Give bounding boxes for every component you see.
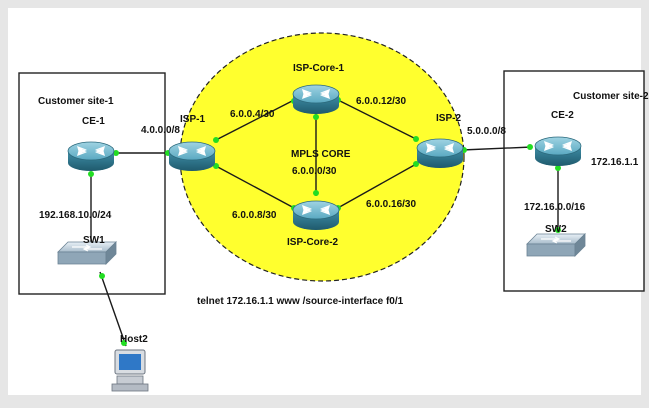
- isp2-label: ISP-2: [436, 113, 461, 124]
- ce1-router-icon[interactable]: [67, 141, 115, 172]
- sw2-switch-icon[interactable]: [526, 233, 586, 257]
- isp1-label: ISP-1: [180, 114, 205, 125]
- isp-core2-router-icon[interactable]: [292, 200, 340, 231]
- ce2-ip-label: 172.16.1.1: [591, 157, 639, 168]
- isp2-router-icon[interactable]: [416, 138, 464, 169]
- core-label-line1: MPLS CORE: [291, 149, 351, 160]
- ce2-label: CE-2: [551, 110, 574, 121]
- isp-core2-label: ISP-Core-2: [287, 237, 339, 248]
- link-sw1-host2: [99, 271, 127, 347]
- link-isp1-core2: [213, 164, 297, 210]
- link-core1-isp2: [335, 98, 419, 141]
- site2-label: Customer site-2: [573, 91, 649, 102]
- host2-label: Host2: [120, 334, 148, 345]
- subnet-isp1-core2: 6.0.0.8/30: [232, 210, 277, 221]
- link-core2-isp2: [335, 162, 419, 210]
- customer-site-2-box: [503, 70, 645, 292]
- isp1-router-icon[interactable]: [168, 141, 216, 172]
- isp-core1-router-icon[interactable]: [292, 84, 340, 115]
- isp-core1-label: ISP-Core-1: [293, 63, 345, 74]
- ce1-label: CE-1: [82, 116, 105, 127]
- subnet-ce2-sw2: 172.16.0.0/16: [524, 202, 586, 213]
- site1-label: Customer site-1: [38, 96, 114, 107]
- link-isp1-core1: [213, 98, 297, 142]
- sw2-label: SW2: [545, 224, 567, 235]
- links: [90, 98, 559, 347]
- subnet-core1-isp2: 6.0.0.12/30: [356, 96, 406, 107]
- host2-computer-icon[interactable]: [111, 349, 149, 392]
- subnet-ce1-sw1: 192.168.10.0/24: [39, 210, 112, 221]
- subnet-ce1-isp1: 4.0.0.0/8: [141, 125, 180, 136]
- ce2-router-icon[interactable]: [534, 136, 582, 167]
- link-isp2-ce2: [461, 146, 533, 151]
- subnet-core2-isp2: 6.0.0.16/30: [366, 199, 416, 210]
- subnet-isp1-core1: 6.0.0.4/30: [230, 109, 275, 120]
- core-label-line2: 6.0.0.0/30: [292, 166, 337, 177]
- sw1-label: SW1: [83, 235, 105, 246]
- subnet-isp2-ce2: 5.0.0.0/8: [467, 126, 506, 137]
- telnet-command-note: telnet 172.16.1.1 www /source-interface …: [197, 296, 404, 307]
